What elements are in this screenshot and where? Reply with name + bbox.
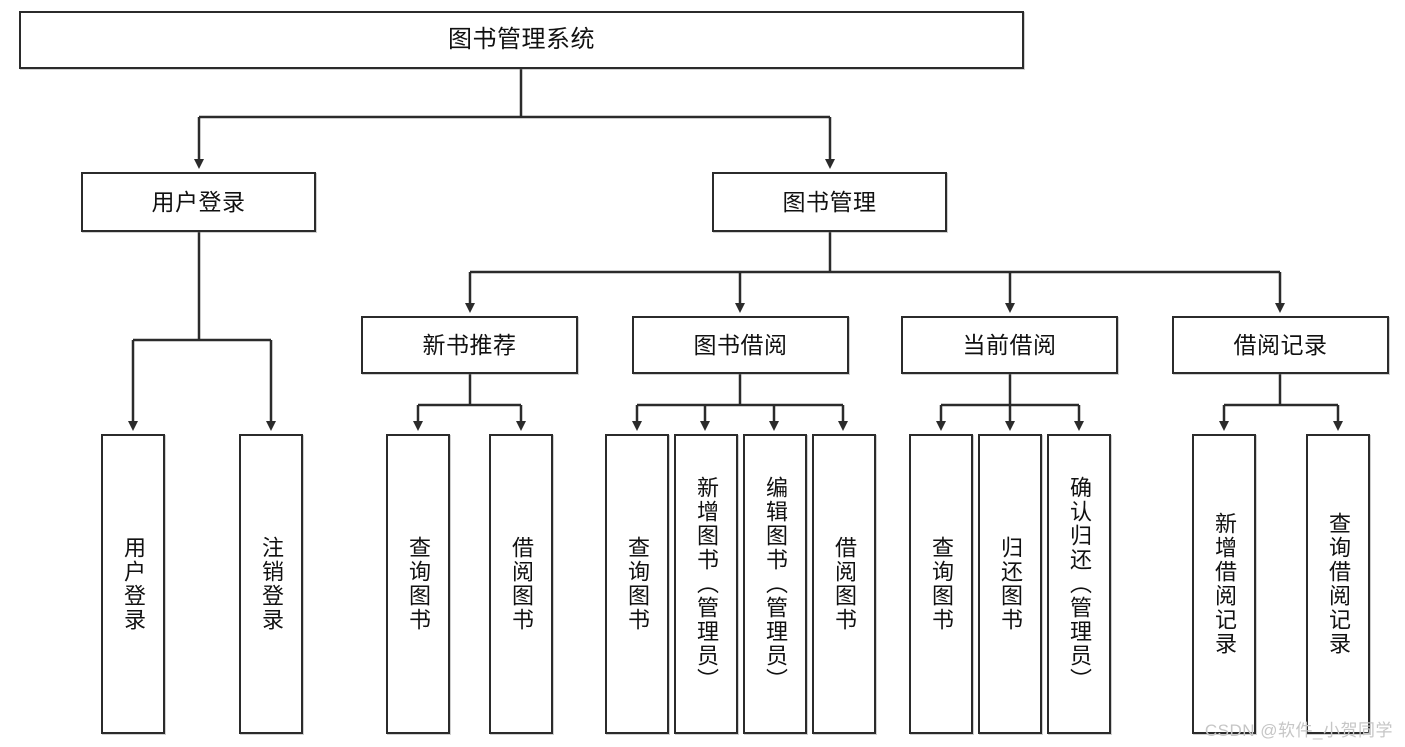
node-label: 查询图书 [928,536,954,632]
node-new-book-recommend[interactable]: 新书推荐 [361,316,578,374]
leaf-current-borrow-return[interactable]: 归还图书 [978,434,1042,734]
leaf-user-login-login[interactable]: 用户登录 [101,434,165,734]
node-label: 归还图书 [997,536,1023,632]
node-label: 借阅图书 [831,536,857,632]
leaf-borrow-record-query[interactable]: 查询借阅记录 [1306,434,1370,734]
node-label: 新增图书（管理员） [693,476,719,692]
node-label: 编辑图书（管理员） [762,476,788,692]
node-label: 用户登录 [120,536,146,632]
node-label: 查询图书 [624,536,650,632]
node-label: 图书管理系统 [448,26,595,54]
node-label: 借阅图书 [508,536,534,632]
node-label: 借阅记录 [1233,331,1328,358]
node-label: 新增借阅记录 [1211,512,1237,656]
node-label: 查询借阅记录 [1325,512,1351,656]
node-book-borrow[interactable]: 图书借阅 [632,316,849,374]
leaf-current-borrow-confirm-return[interactable]: 确认归还（管理员） [1047,434,1111,734]
node-label: 查询图书 [405,536,431,632]
leaf-new-book-borrow[interactable]: 借阅图书 [489,434,553,734]
leaf-book-borrow-add[interactable]: 新增图书（管理员） [674,434,738,734]
watermark: CSDN @软件_小贺同学 [1204,721,1393,740]
leaf-user-login-logout[interactable]: 注销登录 [239,434,303,734]
node-label: 图书管理 [782,188,877,215]
node-label: 当前借阅 [962,331,1057,358]
leaf-book-borrow-borrow[interactable]: 借阅图书 [812,434,876,734]
node-book-management[interactable]: 图书管理 [712,172,947,232]
leaf-new-book-query[interactable]: 查询图书 [386,434,450,734]
leaf-book-borrow-edit[interactable]: 编辑图书（管理员） [743,434,807,734]
node-user-login[interactable]: 用户登录 [81,172,316,232]
node-label: 新书推荐 [422,331,517,358]
node-root-book-management-system[interactable]: 图书管理系统 [19,11,1024,69]
leaf-book-borrow-query[interactable]: 查询图书 [605,434,669,734]
node-label: 用户登录 [151,188,246,215]
leaf-borrow-record-add[interactable]: 新增借阅记录 [1192,434,1256,734]
leaf-current-borrow-query[interactable]: 查询图书 [909,434,973,734]
node-label: 确认归还（管理员） [1066,476,1092,692]
node-current-borrow[interactable]: 当前借阅 [901,316,1118,374]
node-borrow-record[interactable]: 借阅记录 [1172,316,1389,374]
node-label: 图书借阅 [693,331,788,358]
node-label: 注销登录 [258,536,284,632]
